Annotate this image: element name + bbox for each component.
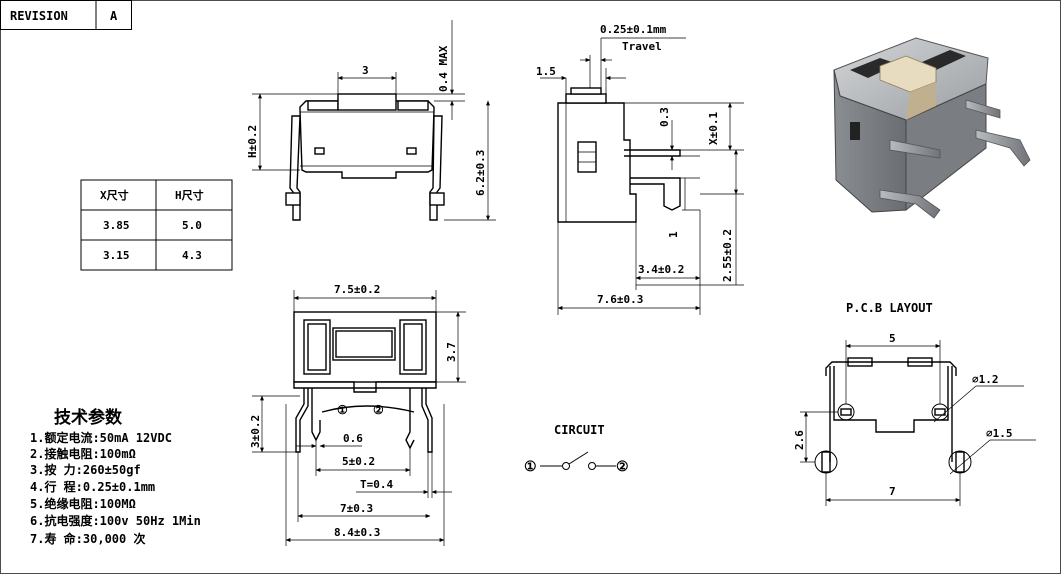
switch-3d-illustration bbox=[833, 37, 1031, 219]
dim-label: 2.55±0.2 bbox=[721, 229, 734, 282]
dim-label: 7±0.3 bbox=[340, 502, 373, 515]
pin-1-label: ① bbox=[337, 403, 348, 417]
dim-label: 3.7 bbox=[445, 342, 458, 362]
circuit-pin-2: ② bbox=[616, 459, 629, 475]
table-cell: 3.15 bbox=[103, 249, 130, 262]
dim-label: 2.6 bbox=[793, 430, 806, 450]
specifications: 技术参数 1.额定电流:50mA 12VDC 2.接触电阻:100mΩ 3.按 … bbox=[30, 407, 201, 546]
dim-label: 3 bbox=[362, 64, 369, 77]
dim-label: T=0.4 bbox=[360, 478, 393, 491]
circuit-pin-1: ① bbox=[524, 459, 537, 475]
spec-item: 1.额定电流:50mA 12VDC bbox=[30, 430, 172, 445]
spec-item: 2.接触电阻:100mΩ bbox=[30, 446, 136, 461]
table-cell: 4.3 bbox=[182, 249, 202, 262]
dim-label: 0.3 bbox=[658, 107, 671, 127]
dim-label: 7 bbox=[889, 485, 896, 498]
dim-label: 1.5 bbox=[536, 65, 556, 78]
revision-box: REVISION A bbox=[0, 0, 132, 30]
pin-2-label: ② bbox=[373, 403, 384, 417]
specs-title: 技术参数 bbox=[54, 407, 123, 428]
dim-label: 7.5±0.2 bbox=[334, 283, 380, 296]
table-header-h: H尺寸 bbox=[175, 188, 204, 202]
table-header-x: X尺寸 bbox=[100, 188, 129, 202]
dim-label: 5±0.2 bbox=[342, 455, 375, 468]
spec-item: 7.寿 命:30,000 次 bbox=[30, 531, 145, 546]
circuit-diagram: CIRCUIT ① ② bbox=[524, 423, 629, 475]
revision-label: REVISION bbox=[10, 9, 68, 23]
dim-label: 0.6 bbox=[343, 432, 363, 445]
circuit-title: CIRCUIT bbox=[554, 423, 605, 437]
dim-label: 3.4±0.2 bbox=[638, 263, 684, 276]
dim-label: 0.4 MAX bbox=[437, 45, 450, 92]
spec-item: 4.行 程:0.25±0.1mm bbox=[30, 479, 155, 494]
dim-label: X±0.1 bbox=[707, 112, 720, 145]
dimension-table: X尺寸 H尺寸 3.85 5.0 3.15 4.3 bbox=[80, 179, 233, 271]
spec-item: 3.按 力:260±50gf bbox=[30, 462, 141, 477]
front-view: ① ② 7.5±0.2 3.7 3±0.2 0.6 5±0.2 T=0.4 bbox=[249, 283, 466, 546]
dim-label: ∅1.2 bbox=[972, 373, 999, 386]
side-view: 0.25±0.1mm Travel 1.5 0.3 X±0.1 1 2.55±0… bbox=[536, 23, 744, 315]
dim-label: 1 bbox=[667, 231, 680, 238]
dim-label: 0.25±0.1mm bbox=[600, 23, 667, 36]
spec-item: 5.绝缘电阻:100MΩ bbox=[30, 496, 136, 511]
dim-label: ∅1.5 bbox=[986, 427, 1013, 440]
dim-label: 7.6±0.3 bbox=[597, 293, 643, 306]
pcb-layout: P.C.B LAYOUT 5 ∅1.2 ∅1.5 2.6 bbox=[793, 301, 1036, 506]
dim-label: 3±0.2 bbox=[249, 415, 262, 448]
dim-label: 8.4±0.3 bbox=[334, 526, 380, 539]
table-cell: 5.0 bbox=[182, 219, 202, 232]
dim-label: H±0.2 bbox=[246, 125, 259, 158]
dim-label: Travel bbox=[622, 40, 662, 53]
revision-value: A bbox=[110, 9, 118, 23]
dim-label: 6.2±0.3 bbox=[474, 150, 487, 196]
dim-label: 5 bbox=[889, 332, 896, 345]
spec-item: 6.抗电强度:100v 50Hz 1Min bbox=[30, 513, 201, 528]
top-view: 3 0.4 MAX H±0.2 6.2±0.3 bbox=[246, 20, 496, 221]
table-cell: 3.85 bbox=[103, 219, 130, 232]
pcb-title: P.C.B LAYOUT bbox=[846, 301, 933, 315]
